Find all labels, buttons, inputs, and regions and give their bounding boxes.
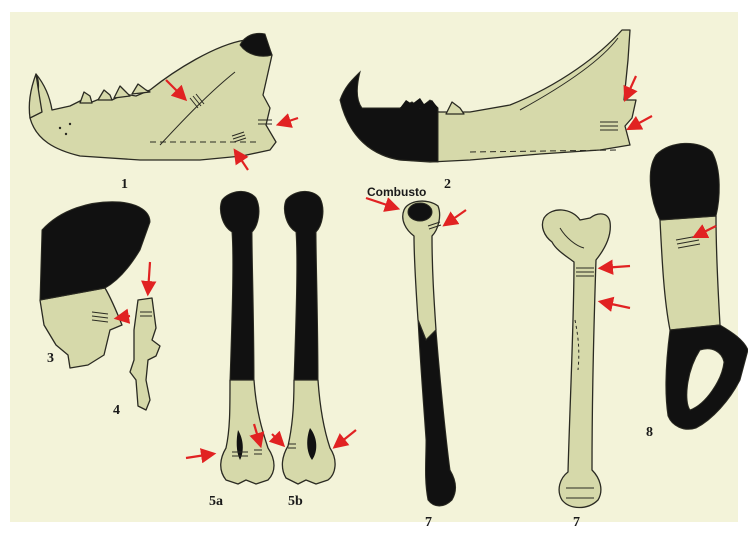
humerus-b: [282, 191, 335, 484]
label-8: 8: [646, 425, 653, 440]
label-2: 2: [444, 177, 451, 192]
label-4: 4: [113, 403, 120, 418]
ulna-fragment: [130, 298, 160, 410]
label-5b: 5b: [288, 494, 303, 509]
mandible-right: [340, 30, 636, 162]
label-3: 3: [47, 351, 54, 366]
label-1: 1: [121, 177, 128, 192]
label-combusto: Combusto: [367, 185, 426, 199]
label-7-femur: 7: [573, 515, 580, 530]
pelvis-fragment: [650, 143, 748, 429]
mandible-left: [29, 33, 276, 160]
humerus-a: [220, 191, 274, 484]
label-5a: 5a: [209, 494, 223, 509]
label-7-radius: 7: [425, 515, 432, 530]
femur: [542, 210, 610, 508]
radius-burnt: [403, 201, 456, 506]
